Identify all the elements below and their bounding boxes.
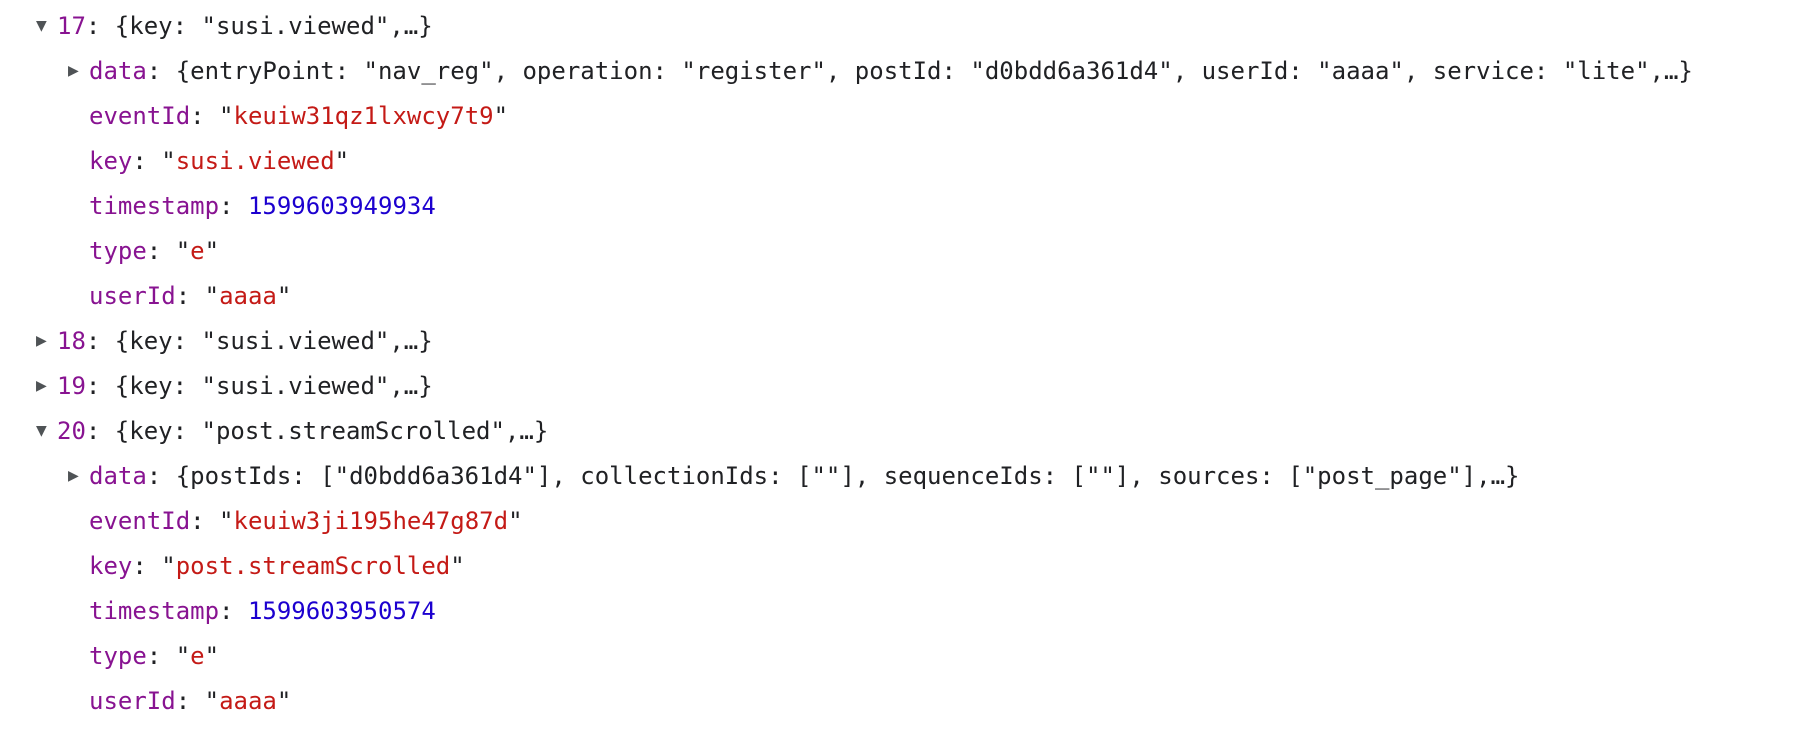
syntax-text: " bbox=[276, 281, 292, 310]
collapse-triangle-icon[interactable]: ▼ bbox=[36, 17, 47, 34]
row-20-key: key: "post.streamScrolled" bbox=[0, 543, 1804, 588]
syntax-text: : " bbox=[132, 146, 176, 175]
console-row-19[interactable]: ▶ 19: {key: "susi.viewed",…} bbox=[0, 363, 1804, 408]
syntax-text: : " bbox=[132, 551, 176, 580]
collapse-triangle-icon[interactable]: ▼ bbox=[36, 422, 47, 439]
row-17-data[interactable]: ▶ data: {entryPoint: "nav_reg", operation… bbox=[0, 48, 1804, 93]
row-content: data: {entryPoint: "nav_reg", operation:… bbox=[89, 57, 1693, 85]
property-name: eventId bbox=[89, 506, 191, 535]
syntax-text: : {key: "susi.viewed",…} bbox=[85, 11, 433, 40]
console-row-17[interactable]: ▼ 17: {key: "susi.viewed",…} bbox=[0, 3, 1804, 48]
property-name: 17 bbox=[57, 11, 86, 40]
string-value: susi.viewed bbox=[175, 146, 335, 175]
row-content: 17: {key: "susi.viewed",…} bbox=[57, 12, 433, 40]
syntax-text: : {key: "susi.viewed",…} bbox=[85, 326, 433, 355]
number-value: 1599603949934 bbox=[247, 191, 436, 220]
syntax-text: " bbox=[493, 101, 509, 130]
property-name: timestamp bbox=[89, 191, 220, 220]
syntax-text: : " bbox=[190, 101, 234, 130]
syntax-text: " bbox=[450, 551, 465, 580]
row-content: data: {postIds: ["d0bdd6a361d4"], collec… bbox=[89, 462, 1519, 490]
row-20-eventId: eventId: "keuiw3ji195he47g87d" bbox=[0, 498, 1804, 543]
string-value: keuiw31qz1lxwcy7t9 bbox=[233, 101, 494, 130]
property-name: userId bbox=[89, 281, 176, 310]
property-name: timestamp bbox=[89, 596, 220, 625]
syntax-text: : " bbox=[175, 686, 220, 715]
row-content: timestamp: 1599603950574 bbox=[89, 597, 436, 625]
syntax-text: : {postIds: ["d0bdd6a361d4"], collection… bbox=[146, 461, 1520, 490]
syntax-text: : " bbox=[146, 236, 191, 265]
row-content: 18: {key: "susi.viewed",…} bbox=[57, 327, 433, 355]
row-content: userId: "aaaa" bbox=[89, 687, 291, 715]
row-17-key: key: "susi.viewed" bbox=[0, 138, 1804, 183]
row-content: key: "post.streamScrolled" bbox=[89, 552, 465, 580]
row-20-type: type: "e" bbox=[0, 633, 1804, 678]
syntax-text: : " bbox=[146, 641, 191, 670]
row-20-timestamp: timestamp: 1599603950574 bbox=[0, 588, 1804, 633]
property-name: type bbox=[89, 236, 147, 265]
string-value: e bbox=[190, 236, 205, 265]
row-content: type: "e" bbox=[89, 642, 219, 670]
syntax-text: : {key: "post.streamScrolled",…} bbox=[85, 416, 549, 445]
row-content: 19: {key: "susi.viewed",…} bbox=[57, 372, 433, 400]
property-name: userId bbox=[89, 686, 176, 715]
syntax-text: : {key: "susi.viewed",…} bbox=[85, 371, 433, 400]
syntax-text: " bbox=[276, 686, 292, 715]
console-row-18[interactable]: ▶ 18: {key: "susi.viewed",…} bbox=[0, 318, 1804, 363]
property-name: 19 bbox=[57, 371, 86, 400]
string-value: e bbox=[190, 641, 205, 670]
row-content: eventId: "keuiw3ji195he47g87d" bbox=[89, 507, 523, 535]
syntax-text: " bbox=[508, 506, 523, 535]
syntax-text: : bbox=[219, 191, 248, 220]
row-content: userId: "aaaa" bbox=[89, 282, 291, 310]
syntax-text: " bbox=[204, 236, 220, 265]
row-17-timestamp: timestamp: 1599603949934 bbox=[0, 183, 1804, 228]
syntax-text: : {entryPoint: "nav_reg", operation: "re… bbox=[146, 56, 1693, 85]
syntax-text: : " bbox=[175, 281, 220, 310]
expand-triangle-icon[interactable]: ▶ bbox=[36, 332, 47, 349]
property-name: data bbox=[89, 461, 147, 490]
property-name: key bbox=[89, 551, 133, 580]
row-content: key: "susi.viewed" bbox=[89, 147, 349, 175]
row-content: eventId: "keuiw31qz1lxwcy7t9" bbox=[89, 102, 508, 130]
property-name: key bbox=[89, 146, 133, 175]
row-20-userId: userId: "aaaa" bbox=[0, 678, 1804, 723]
row-content: type: "e" bbox=[89, 237, 219, 265]
console-output: ▼17: {key: "susi.viewed",…}▶data: {entry… bbox=[0, 3, 1804, 723]
row-17-userId: userId: "aaaa" bbox=[0, 273, 1804, 318]
property-name: 18 bbox=[57, 326, 86, 355]
number-value: 1599603950574 bbox=[247, 596, 436, 625]
string-value: keuiw3ji195he47g87d bbox=[233, 506, 509, 535]
expand-triangle-icon[interactable]: ▶ bbox=[68, 467, 79, 484]
row-content: 20: {key: "post.streamScrolled",…} bbox=[57, 417, 548, 445]
syntax-text: : bbox=[219, 596, 248, 625]
property-name: 20 bbox=[57, 416, 86, 445]
string-value: aaaa bbox=[219, 281, 277, 310]
expand-triangle-icon[interactable]: ▶ bbox=[68, 62, 79, 79]
property-name: eventId bbox=[89, 101, 191, 130]
syntax-text: " bbox=[204, 641, 220, 670]
row-20-data[interactable]: ▶ data: {postIds: ["d0bdd6a361d4"], colle… bbox=[0, 453, 1804, 498]
row-17-eventId: eventId: "keuiw31qz1lxwcy7t9" bbox=[0, 93, 1804, 138]
syntax-text: " bbox=[334, 146, 350, 175]
string-value: post.streamScrolled bbox=[175, 551, 451, 580]
row-content: timestamp: 1599603949934 bbox=[89, 192, 436, 220]
property-name: data bbox=[89, 56, 147, 85]
property-name: type bbox=[89, 641, 147, 670]
row-17-type: type: "e" bbox=[0, 228, 1804, 273]
console-row-20[interactable]: ▼ 20: {key: "post.streamScrolled",…} bbox=[0, 408, 1804, 453]
syntax-text: : " bbox=[190, 506, 234, 535]
expand-triangle-icon[interactable]: ▶ bbox=[36, 377, 47, 394]
string-value: aaaa bbox=[219, 686, 277, 715]
